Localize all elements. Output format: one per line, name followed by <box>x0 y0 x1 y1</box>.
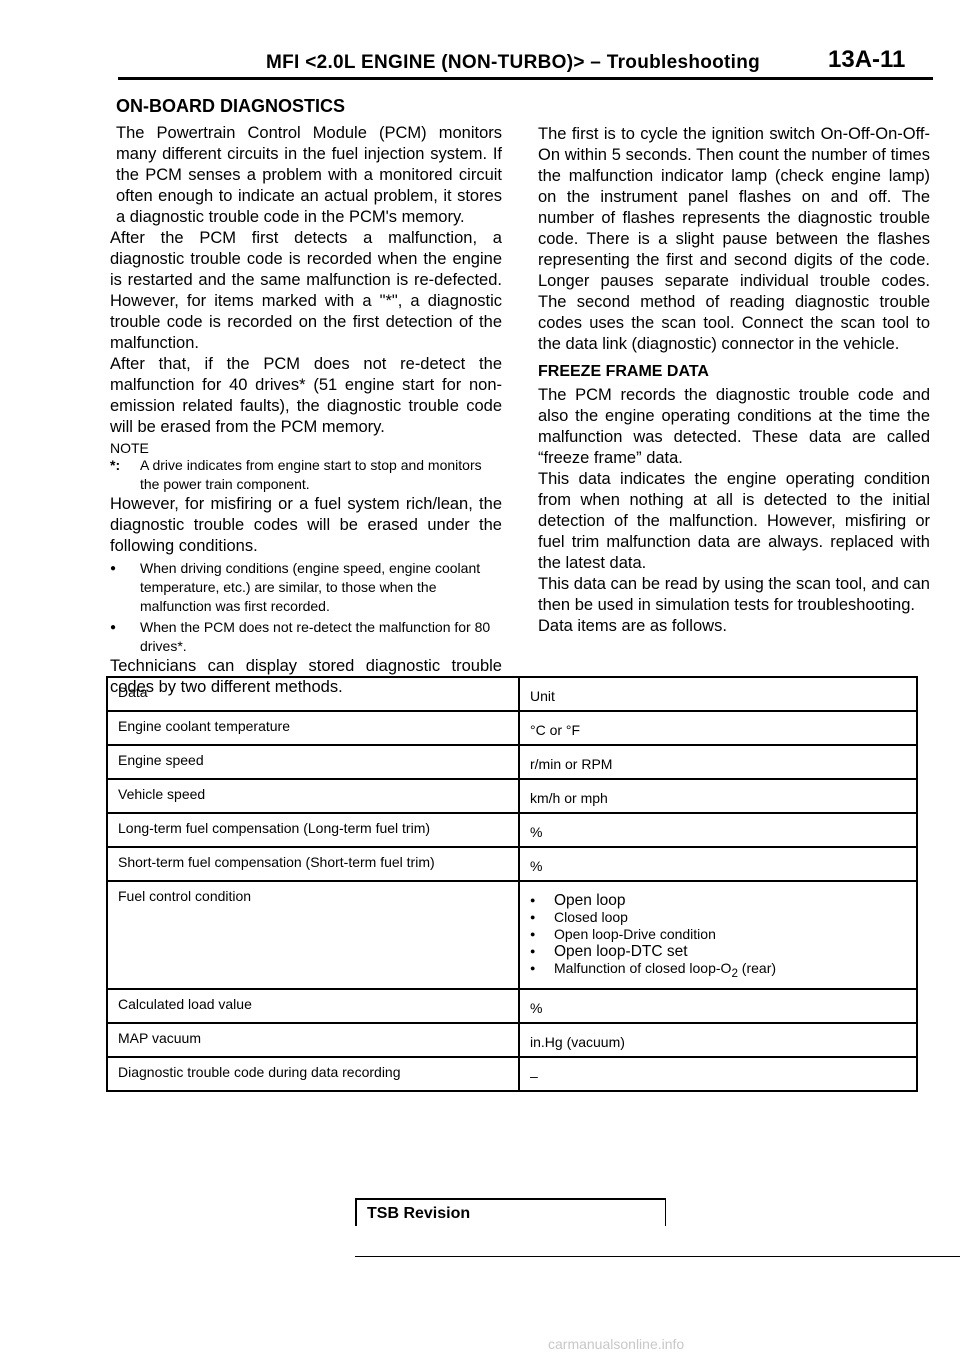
bullet-dot-icon: ● <box>110 622 117 633</box>
bullet-dot-icon: ● <box>530 912 536 922</box>
note-row: *: A drive indicates from engine start t… <box>110 456 502 494</box>
list-item: ● Closed loop <box>530 909 906 926</box>
freeze-frame-table: Data Unit Engine coolant temperature °C … <box>106 676 918 1092</box>
bullet-dot-icon: ● <box>110 563 117 574</box>
table-cell-unit: % <box>518 812 918 848</box>
section-heading-obd: ON-BOARD DIAGNOSTICS <box>116 96 345 116</box>
bullet-item: ● When driving conditions (engine speed,… <box>110 559 502 616</box>
table-row: MAP vacuum in.Hg (vacuum) <box>106 1021 918 1058</box>
watermark: carmanualsonline.info <box>548 1336 685 1352</box>
table-cell-unit: % <box>518 846 918 882</box>
table-row: Calculated load value % <box>106 987 918 1024</box>
note-text: A drive indicates from engine start to s… <box>140 457 482 492</box>
list-item: ● Open loop-DTC set <box>530 943 906 960</box>
obd-paragraph-2: After the PCM first detects a malfunctio… <box>110 229 502 352</box>
tsb-revision-label: TSB Revision <box>367 1205 471 1222</box>
obd-paragraph-4: However, for misfiring or a fuel system … <box>110 495 502 555</box>
header-rule <box>118 77 933 80</box>
table-row: Diagnostic trouble code during data reco… <box>106 1055 918 1092</box>
page-number: 13A-11 <box>828 46 906 73</box>
freeze-paragraph-4: Data items are as follows. <box>538 617 727 635</box>
bullet-text: When the PCM does not re-detect the malf… <box>140 619 491 654</box>
list-item: ● Open loop <box>530 892 906 909</box>
table-row: Vehicle speed km/h or mph <box>106 778 918 814</box>
table-cell-data: Diagnostic trouble code during data reco… <box>106 1055 519 1092</box>
table-cell-unit: r/min or RPM <box>518 744 918 780</box>
page-header: MFI <2.0L ENGINE (NON-TURBO)> – Troubles… <box>0 0 960 90</box>
methods-paragraph: The first is to cycle the ignition switc… <box>538 125 930 353</box>
table-cell-data: Engine speed <box>106 744 519 780</box>
option-text: Malfunction of closed loop-O2 (rear) <box>554 960 776 982</box>
fuel-control-options: ● Open loop ● Closed loop ● Open loop-Drive… <box>530 892 906 982</box>
tsb-revision-box: TSB Revision <box>355 1198 666 1226</box>
bullet-dot-icon: ● <box>530 929 536 939</box>
table-cell-data: Engine coolant temperature <box>106 710 519 746</box>
table-cell-data: Vehicle speed <box>106 778 519 814</box>
obd-paragraph-3: After that, if the PCM does not re-detec… <box>110 355 502 436</box>
table-cell-unit: – <box>518 1055 918 1092</box>
option-prefix: Malfunction of closed loop-O <box>554 960 732 976</box>
option-text: Open loop-Drive condition <box>554 926 716 942</box>
note-key: *: <box>110 457 121 473</box>
table-row: Long-term fuel compensation (Long-term f… <box>106 812 918 848</box>
table-row: Engine speed r/min or RPM <box>106 744 918 780</box>
option-subscript: 2 <box>731 966 738 980</box>
left-column: ON-BOARD DIAGNOSTICS The Powertrain Cont… <box>110 96 502 698</box>
table-row: Engine coolant temperature °C or °F <box>106 710 918 746</box>
freeze-paragraph-3: This data can be read by using the scan … <box>538 575 930 614</box>
table-cell-data: Fuel control condition <box>106 880 519 990</box>
table-cell-data: MAP vacuum <box>106 1021 519 1058</box>
table-header-data: Data <box>106 676 519 712</box>
table-cell-unit: ● Open loop ● Closed loop ● Open loop-Drive… <box>518 880 918 990</box>
option-suffix: (rear) <box>737 960 777 976</box>
table-cell-unit: in.Hg (vacuum) <box>518 1021 918 1058</box>
table-cell-unit: km/h or mph <box>518 778 918 814</box>
table-cell-data: Calculated load value <box>106 987 519 1024</box>
note-label: NOTE <box>110 440 149 456</box>
bullet-dot-icon: ● <box>530 963 536 973</box>
freeze-paragraph-1: The PCM records the diagnostic trouble c… <box>538 386 930 467</box>
table-header-unit: Unit <box>518 676 918 712</box>
table-cell-unit: °C or °F <box>518 710 918 746</box>
header-title: MFI <2.0L ENGINE (NON-TURBO)> – Troubles… <box>266 52 761 73</box>
option-text: Open loop <box>554 892 626 909</box>
obd-paragraph-1: The Powertrain Control Module (PCM) moni… <box>116 124 502 226</box>
table-header-row: Data Unit <box>106 676 918 712</box>
right-column: The first is to cycle the ignition switc… <box>538 124 930 637</box>
bullet-text: When driving conditions (engine speed, e… <box>140 560 481 614</box>
option-text: Closed loop <box>554 909 628 925</box>
table-row: Fuel control condition ● Open loop ● Close… <box>106 880 918 990</box>
option-text: Open loop-DTC set <box>554 943 688 960</box>
section-heading-freeze-frame: FREEZE FRAME DATA <box>538 363 709 380</box>
table-cell-data: Short-term fuel compensation (Short-term… <box>106 846 519 882</box>
freeze-paragraph-2: This data indicates the engine operating… <box>538 470 930 572</box>
list-item: ● Malfunction of closed loop-O2 (rear) <box>530 960 906 982</box>
bullet-dot-icon: ● <box>530 895 536 905</box>
table-cell-unit: % <box>518 987 918 1024</box>
table-cell-data: Long-term fuel compensation (Long-term f… <box>106 812 519 848</box>
table-row: Short-term fuel compensation (Short-term… <box>106 846 918 882</box>
list-item: ● Open loop-Drive condition <box>530 926 906 943</box>
bullet-item: ● When the PCM does not re-detect the ma… <box>110 618 502 656</box>
footer-rule <box>355 1256 960 1257</box>
bullet-dot-icon: ● <box>530 946 536 956</box>
